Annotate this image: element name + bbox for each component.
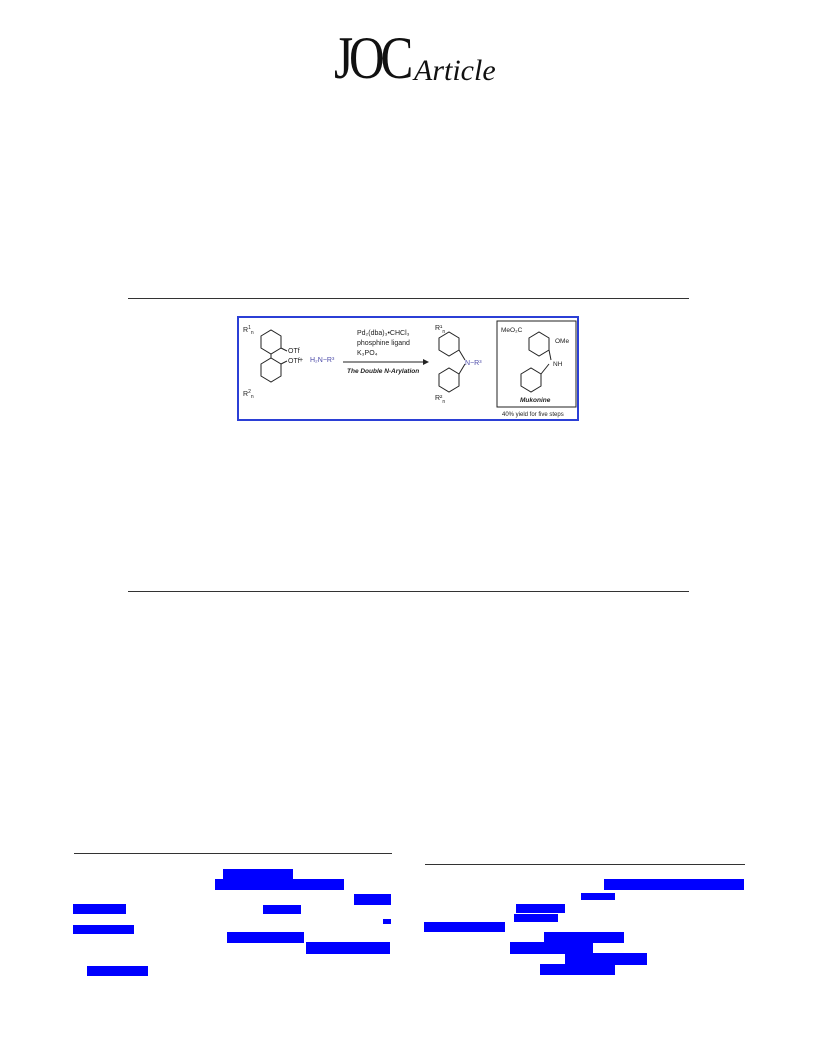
reference-link[interactable] <box>73 925 134 934</box>
reference-link[interactable] <box>306 942 390 954</box>
mukonine-box <box>496 320 577 408</box>
article-type-label: Article <box>414 54 496 87</box>
footnote-rule-left <box>74 853 392 854</box>
reference-link[interactable] <box>516 904 565 913</box>
product-r2-label: R²n <box>435 395 445 405</box>
reference-link[interactable] <box>544 932 624 943</box>
condition-catalyst: Pd₂(dba)₃•CHCl₃ <box>357 330 410 337</box>
reference-link[interactable] <box>263 905 301 914</box>
reference-link[interactable] <box>514 914 558 922</box>
reaction-arrowhead <box>423 359 429 365</box>
reference-link[interactable] <box>604 879 744 890</box>
reference-link[interactable] <box>565 953 647 965</box>
reaction-name: The Double N-Arylation <box>347 368 419 375</box>
carbazole-product-structure <box>438 331 466 393</box>
reference-link[interactable] <box>223 869 293 880</box>
footnote-rule-right <box>425 864 745 865</box>
reference-link[interactable] <box>510 942 593 954</box>
triflate-label-1: OTf <box>288 348 300 355</box>
reactant-r1-label: R1n <box>243 325 254 336</box>
reference-link[interactable] <box>215 879 344 890</box>
mukonine-structure <box>520 331 552 393</box>
reaction-scheme: R1n OTf OTf R2n + H₂N−R³ Pd₂(dba)₃•CHCl₃… <box>243 320 577 418</box>
reference-link[interactable] <box>87 966 148 976</box>
journal-logo-main: JOC <box>334 25 413 91</box>
product-nitrogen-label: N−R³ <box>465 360 482 367</box>
mukonine-yield: 40% yield for five steps <box>502 412 564 418</box>
mukonine-methoxy-label: OMe <box>555 338 569 345</box>
reactant-r2-label: R2n <box>243 389 254 400</box>
mukonine-nh-label: NH <box>553 361 563 368</box>
product-r1-label: R¹n <box>435 325 445 335</box>
triflate-label-2: OTf <box>288 358 300 365</box>
condition-base: K₃PO₄ <box>357 350 378 357</box>
abstract-top-rule <box>128 298 689 299</box>
condition-ligand: phosphine ligand <box>357 340 410 347</box>
abstract-bottom-rule <box>128 591 689 592</box>
reference-link[interactable] <box>581 893 615 900</box>
biaryl-ditriflate-structure <box>260 329 288 383</box>
plus-sign: + <box>299 357 303 364</box>
graphical-abstract: R1n OTf OTf R2n + H₂N−R³ Pd₂(dba)₃•CHCl₃… <box>237 316 579 421</box>
mukonine-ester-label: MeO₂C <box>501 327 523 334</box>
reference-link[interactable] <box>540 964 615 975</box>
reference-link[interactable] <box>354 894 391 905</box>
reference-link[interactable] <box>424 922 505 932</box>
reference-link[interactable] <box>227 932 304 943</box>
reference-link[interactable] <box>383 919 391 924</box>
reference-link[interactable] <box>73 904 126 914</box>
mukonine-name: Mukonine <box>520 397 551 404</box>
amine-reagent: H₂N−R³ <box>310 357 335 364</box>
journal-logo: JOC Article <box>334 25 496 91</box>
